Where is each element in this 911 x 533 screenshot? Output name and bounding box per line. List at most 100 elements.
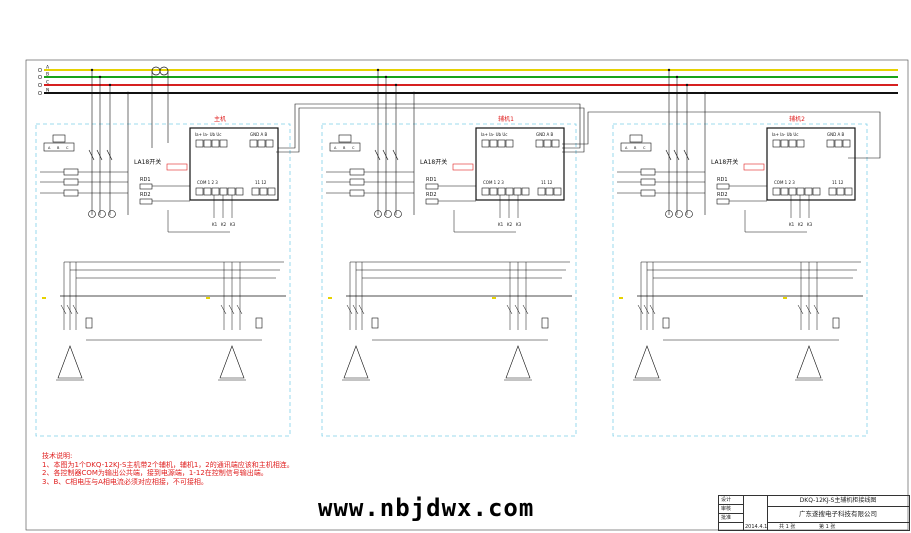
contactor-coil-right	[541, 317, 549, 329]
controller-output-terminals-right: 11 12	[255, 180, 267, 185]
phase-indicator-box	[620, 142, 652, 152]
capacitor-bank-2	[505, 345, 531, 379]
sheet-count: 共 1 张	[779, 524, 796, 530]
output-K3: K3	[807, 222, 813, 227]
capacitor-bank-2	[219, 345, 245, 379]
controller-output-terminals: COM 1 2 3	[197, 180, 218, 185]
phase-A: A	[625, 146, 628, 150]
controller-comm-terminals: GND A B	[250, 132, 267, 137]
role-review: 审核	[719, 505, 743, 514]
controller-comm-terminals: GND A B	[536, 132, 553, 137]
meter-1	[349, 168, 365, 176]
cabinet-title: 主机	[214, 115, 226, 123]
phase-B: B	[634, 146, 637, 150]
controller-output-terminals-right: 11 12	[832, 180, 844, 185]
controller-box	[189, 127, 279, 201]
resistor-rd1-label: RD1	[426, 177, 437, 183]
resistor-rd1	[139, 183, 153, 190]
cabinet-title: 辅机2	[789, 115, 805, 123]
phase-C: C	[352, 146, 355, 150]
resistor-rd2	[716, 198, 730, 205]
meter-2	[63, 178, 79, 186]
capacitor-bank-1	[343, 345, 369, 379]
switch-indicator	[166, 163, 188, 171]
title-block: 设计 审核 批准 2014.4.1 DKQ-12KJ-S主辅机柜接线图 广东遂搜…	[718, 495, 910, 531]
output-K2: K2	[798, 222, 804, 227]
capacitor-bank-1	[57, 345, 83, 379]
voltage-indicator-box	[52, 134, 66, 143]
drawing-date: 2014.4.1	[745, 524, 768, 530]
note-line-2: 2、各控制器COM为输出公共端，接到电源端，1-12在控制信号输出端。	[42, 469, 268, 478]
role-approve: 批准	[719, 514, 743, 523]
output-K1: K1	[498, 222, 504, 227]
bus-label-N: N	[46, 88, 49, 94]
sheet-number: 第 1 张	[819, 524, 836, 530]
contactor-coil-left	[662, 317, 670, 329]
phase-indicator-box	[43, 142, 75, 152]
controller-output-terminals: COM 1 2 3	[483, 180, 504, 185]
output-K2: K2	[221, 222, 227, 227]
switch-indicator	[743, 163, 765, 171]
resistor-rd2	[139, 198, 153, 205]
phase-A: A	[334, 146, 337, 150]
output-K1: K1	[789, 222, 795, 227]
meter-3	[640, 189, 656, 197]
cabinet-frame	[321, 123, 577, 437]
capacitor-bank-2	[796, 345, 822, 379]
controller-input-terminals: Ia+ Ia- Ub Uc	[772, 132, 798, 137]
bus-label-A: A	[46, 65, 50, 71]
resistor-rd2-label: RD2	[717, 192, 728, 198]
bus-label-C: C	[46, 80, 49, 86]
notes-title: 技术说明:	[42, 452, 73, 460]
resistor-rd1-label: RD1	[140, 177, 151, 183]
phase-B: B	[57, 146, 60, 150]
resistor-rd1	[716, 183, 730, 190]
phase-A: A	[48, 146, 51, 150]
capacitor-bank-1	[634, 345, 660, 379]
controller-box	[766, 127, 856, 201]
la18-switch-label: LA18开关	[134, 158, 161, 166]
contactor-coil-left	[371, 317, 379, 329]
note-line-1: 1、本图为1个DKQ-12KJ-S主机带2个辅机，辅机1，2的通讯端应该和主机相…	[42, 460, 294, 469]
output-K3: K3	[516, 222, 522, 227]
cabinet-title: 辅机1	[498, 115, 514, 123]
switch-indicator	[452, 163, 474, 171]
resistor-rd1-label: RD1	[717, 177, 728, 183]
phase-indicator-box	[329, 142, 361, 152]
contactor-coil-left	[85, 317, 93, 329]
title-block-names: 2014.4.1	[743, 496, 768, 530]
resistor-rd1	[425, 183, 439, 190]
note-line-3: 3、B、C相电压与A相电流必须对应相接，不可接相。	[42, 477, 208, 486]
output-K3: K3	[230, 222, 236, 227]
resistor-rd2	[425, 198, 439, 205]
contactor-coil-right	[255, 317, 263, 329]
contactor-coil-right	[832, 317, 840, 329]
voltage-indicator-box	[338, 134, 352, 143]
la18-switch-label: LA18开关	[711, 158, 738, 166]
meter-2	[640, 178, 656, 186]
resistor-rd2-label: RD2	[140, 192, 151, 198]
la18-switch-label: LA18开关	[420, 158, 447, 166]
controller-box	[475, 127, 565, 201]
output-K1: K1	[212, 222, 218, 227]
meter-3	[349, 189, 365, 197]
controller-comm-terminals: GND A B	[827, 132, 844, 137]
output-K2: K2	[507, 222, 513, 227]
phase-C: C	[66, 146, 69, 150]
meter-3	[63, 189, 79, 197]
drawing-title: DKQ-12KJ-S主辅机柜接线图	[767, 496, 909, 507]
phase-C: C	[643, 146, 646, 150]
technical-notes: 技术说明: 1、本图为1个DKQ-12KJ-S主机带2个辅机，辅机1，2的通讯端…	[42, 452, 294, 486]
title-block-roles: 设计 审核 批准	[719, 496, 744, 530]
meter-1	[63, 168, 79, 176]
controller-output-terminals: COM 1 2 3	[774, 180, 795, 185]
rs485-communication-line	[276, 103, 881, 159]
role-design: 设计	[719, 496, 743, 505]
cabinet-frame	[35, 123, 291, 437]
